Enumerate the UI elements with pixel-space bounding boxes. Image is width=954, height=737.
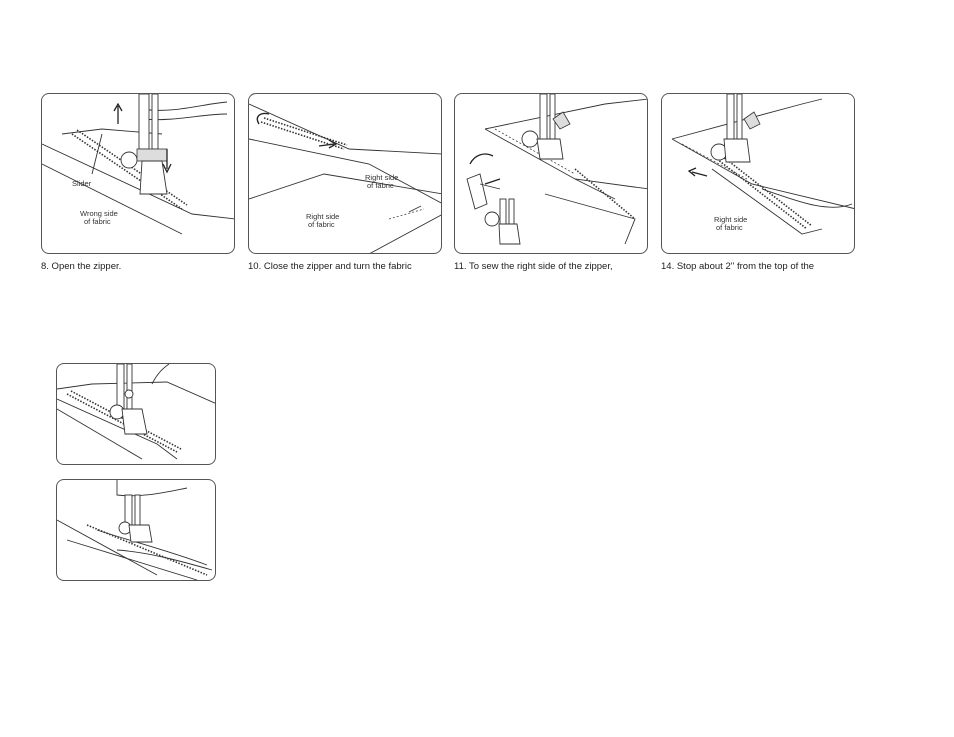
illustration-stop-before-top: Right side of fabric [661,93,855,254]
close-zipper-drawing [249,94,442,254]
sewing-finish-drawing [57,480,216,581]
caption-step-14: 14. Stop about 2'' from the top of the [661,261,814,272]
label-slider: Slider [72,180,91,188]
label-of-fabric: of fabric [716,224,743,232]
caption-step-11: 11. To sew the right side of the zipper, [454,261,613,272]
stop-before-top-drawing [662,94,855,254]
illustration-close-zipper: Right side of fabric Right side of fabri… [248,93,442,254]
illustration-sewing-left-side [56,363,216,465]
illustration-open-zipper: Slider Wrong side of fabric [41,93,235,254]
label-of-fabric-top: of fabric [367,182,394,190]
illustration-sewing-finish [56,479,216,581]
caption-step-8: 8. Open the zipper. [41,261,121,272]
label-of-fabric-bottom: of fabric [308,221,335,229]
label-of-fabric: of fabric [84,218,111,226]
caption-step-10: 10. Close the zipper and turn the fabric [248,261,412,272]
sew-right-side-drawing [455,94,648,254]
illustration-sew-right-side [454,93,648,254]
open-zipper-drawing [42,94,235,254]
sewing-left-side-drawing [57,364,216,465]
